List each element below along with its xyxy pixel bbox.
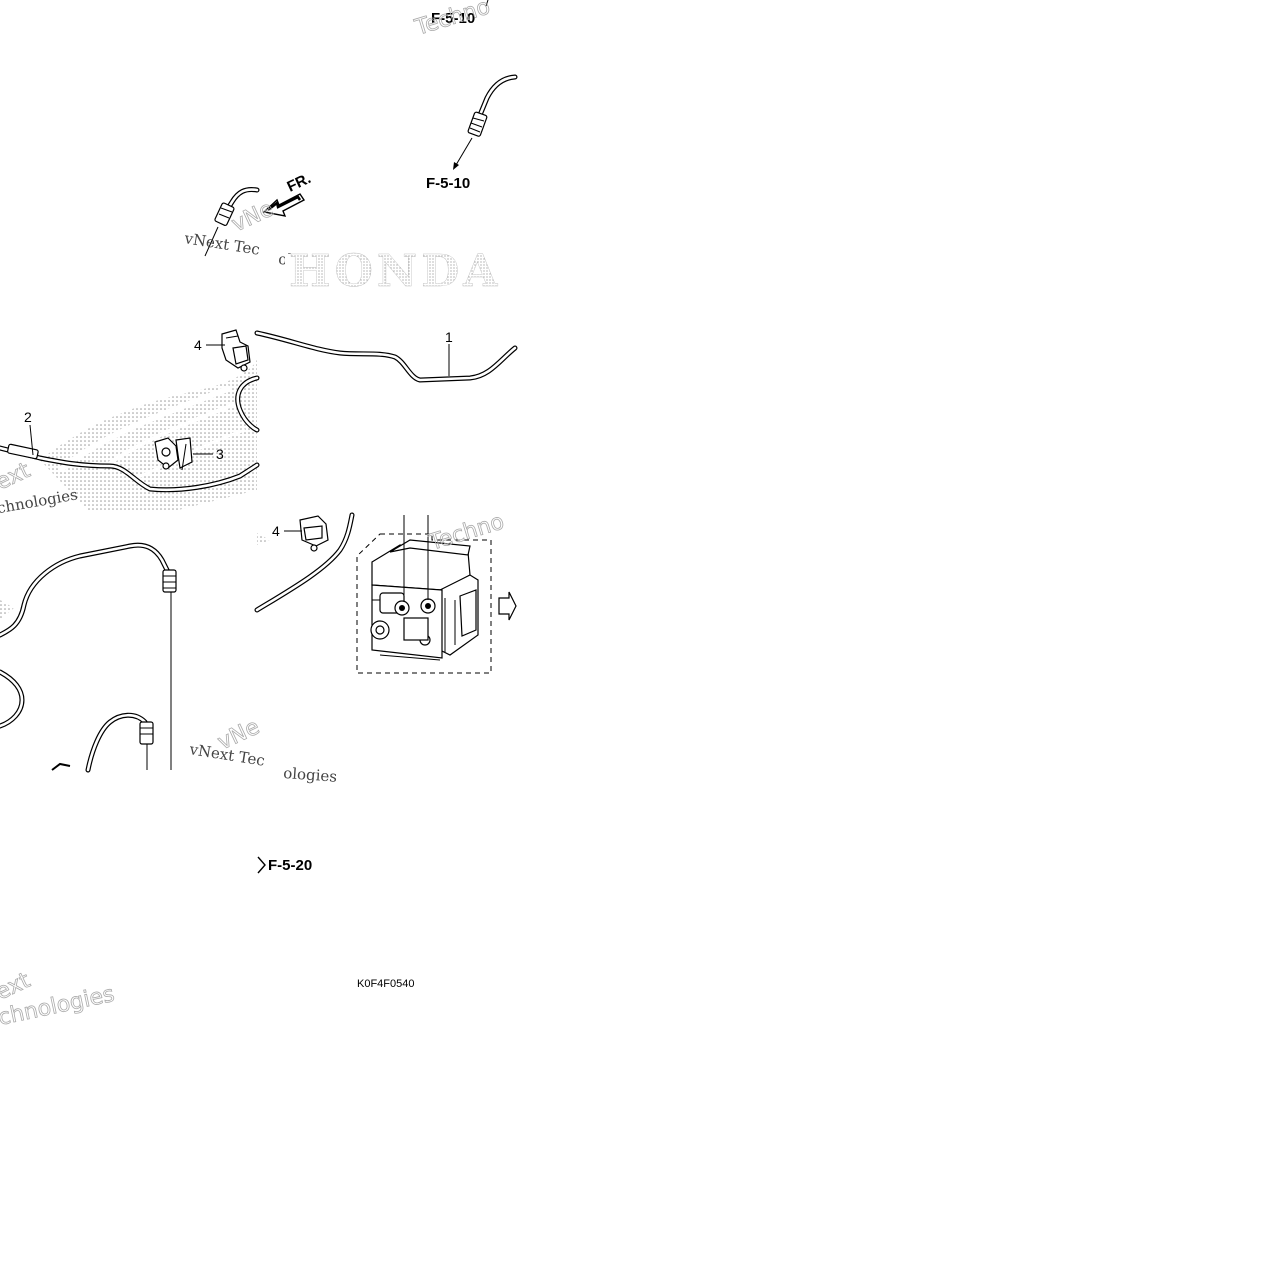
front-arrow-icon: FR. xyxy=(262,170,314,217)
watermark-techno-top: Techno xyxy=(411,0,493,41)
flare-nut xyxy=(467,111,488,137)
watermark-company-a: vNext Tec xyxy=(182,229,261,259)
reference-bottom[interactable]: F-5-20 xyxy=(268,857,312,874)
watermark-suffix-b: ologies xyxy=(283,764,338,786)
reference-top[interactable]: F-5-10 xyxy=(431,10,475,27)
pipe-clamp-center xyxy=(154,437,193,471)
drawing-code: K0F4F0540 xyxy=(357,978,414,990)
callout-clamp-center[interactable]: 3 xyxy=(216,446,224,462)
reference-upper-right[interactable]: F-5-10 xyxy=(426,175,470,192)
middle-left-panel: 2 3 4 ext chnologies xyxy=(0,329,260,517)
middle-right-panel: 1 xyxy=(254,329,518,383)
brand-logo: HONDA xyxy=(289,246,501,297)
flare-nut-left xyxy=(214,202,235,226)
callout-clamp-lower[interactable]: 4 xyxy=(272,523,280,539)
callout-clamp-upper[interactable]: 4 xyxy=(194,337,202,353)
watermark-vne-a: vNe xyxy=(228,197,278,238)
brand-band: HONDA xyxy=(285,246,515,297)
watermark-ext-mid: ext xyxy=(0,458,34,496)
abs-modulator xyxy=(370,539,479,661)
callout-pipe-left[interactable]: 2 xyxy=(24,409,32,425)
lower-right-panel: 4 Techno xyxy=(254,509,517,674)
direction-arrow-icon xyxy=(498,591,517,621)
pipe-clamp-lower xyxy=(299,515,329,552)
pipe-clamp-upper xyxy=(221,329,251,372)
front-label: FR. xyxy=(285,170,314,196)
top-panel: F-5-10 Techno xyxy=(411,0,493,41)
assembly-outline xyxy=(356,533,492,674)
bottom-reference: F-5-20 xyxy=(257,856,312,874)
lower-left-panel: vNext Tec vNe ologies xyxy=(0,542,338,786)
upper-right-panel: F-5-10 xyxy=(426,74,518,192)
callout-pipe-right[interactable]: 1 xyxy=(445,329,453,345)
